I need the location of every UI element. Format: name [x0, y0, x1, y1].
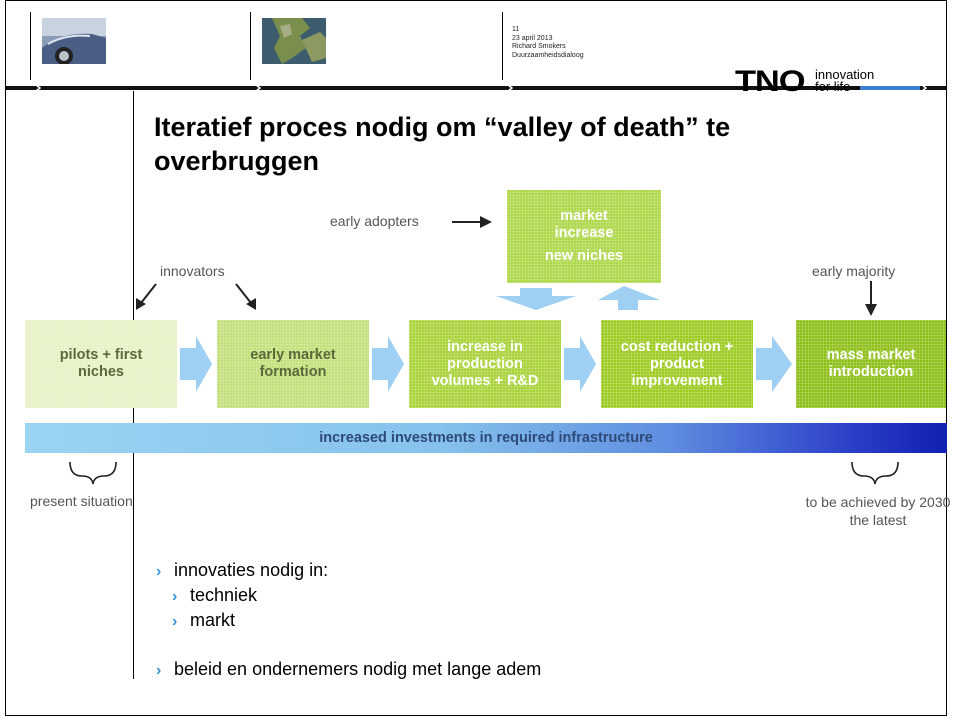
label-present-situation: present situation — [30, 493, 133, 509]
stage-pilots-box: pilots + first niches — [25, 320, 177, 408]
infrastructure-bar: increased investments in required infras… — [25, 423, 947, 453]
chevron-arrow-3 — [564, 336, 596, 392]
arrow-early-adopters — [452, 216, 492, 228]
label-early-majority: early majority — [812, 263, 896, 279]
stage-early-market-box: early market formation — [217, 320, 369, 408]
label-early-adopters: early adopters — [330, 213, 419, 229]
bullet-beleid: ›beleid en ondernemers nodig met lange a… — [156, 659, 542, 679]
stage-cost-reduction-box: cost reduction + product improvement — [601, 320, 753, 408]
infrastructure-bar-label: increased investments in required infras… — [319, 430, 653, 446]
brace-present — [69, 461, 117, 485]
bullet-chevron-icon: › — [156, 563, 162, 580]
header-divider — [250, 12, 251, 80]
label-target-2030: to be achieved by 2030 the latest — [805, 494, 951, 528]
arrow-innovators-right — [235, 283, 256, 310]
stage-mass-market-box: mass market introduction — [796, 320, 946, 408]
header-divider — [502, 12, 503, 80]
header-divider — [30, 12, 31, 80]
market-increase-box: market increase new niches — [507, 190, 661, 283]
bullet-chevron-icon: › — [156, 662, 162, 679]
arrow-down-to-production — [496, 288, 576, 310]
bullet-innovaties: ›innovaties nodig in: — [156, 560, 329, 580]
slide-event: Duurzaamheidsdialoog — [512, 51, 584, 59]
slide-title: Iteratief proces nodig om “valley of dea… — [154, 112, 731, 176]
header-rule — [6, 84, 946, 92]
slide-author: Richard Smokers — [512, 43, 566, 50]
chevron-arrow-2 — [372, 336, 404, 392]
slide-frame — [5, 0, 947, 716]
brace-target — [851, 461, 899, 485]
slide-date: 23 april 2013 — [512, 34, 553, 42]
chevron-arrow-4 — [756, 336, 792, 392]
tno-logo-text: TNO — [735, 65, 806, 98]
slide-number: 11 — [512, 26, 520, 33]
slide-meta: 11 23 april 2013 Richard Smokers Duurzaa… — [512, 26, 584, 60]
bullet-techniek: ›techniek — [172, 585, 258, 605]
bullet-chevron-icon: › — [172, 588, 178, 605]
car-photo — [42, 18, 106, 64]
arrow-innovators-left — [136, 283, 157, 310]
arrow-early-majority — [865, 281, 877, 316]
label-innovators: innovators — [160, 263, 225, 279]
stage-production-box: increase in production volumes + R&D — [409, 320, 561, 408]
bullet-chevron-icon: › — [172, 613, 178, 630]
bullet-markt: ›markt — [172, 610, 235, 630]
tno-logo-tagline: innovation for life — [815, 67, 875, 94]
arrow-up-from-cost — [598, 286, 660, 310]
chevron-arrow-1 — [180, 336, 212, 392]
satellite-map-photo — [262, 18, 326, 64]
